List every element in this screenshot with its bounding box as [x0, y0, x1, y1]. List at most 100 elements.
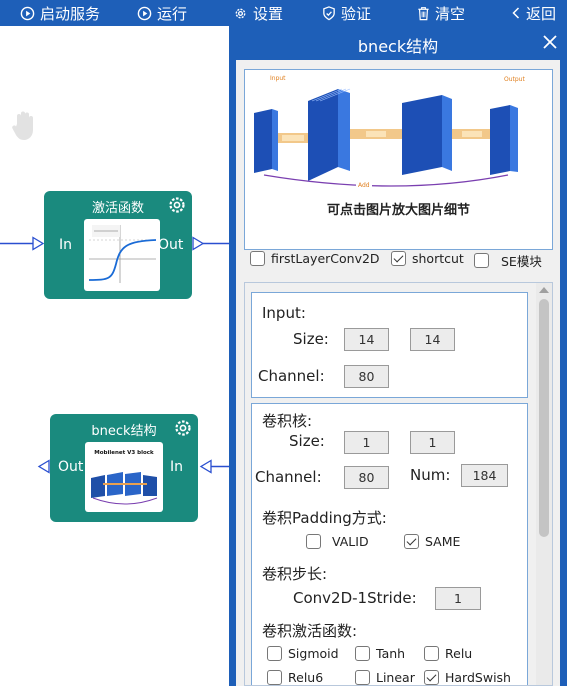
- port-in-label: In: [170, 459, 184, 475]
- activation-option-relu[interactable]: Relu: [424, 646, 472, 661]
- shield-check-icon: [323, 5, 335, 20]
- activation-hardswish-label: HardSwish: [445, 670, 511, 685]
- connection-lines: [0, 236, 229, 474]
- activation-tanh-label: Tanh: [376, 646, 406, 661]
- shortcut-label: shortcut: [412, 251, 464, 266]
- activation-relu-label: Relu: [445, 646, 473, 661]
- diagram-add-label: Add: [356, 182, 372, 189]
- run-button[interactable]: 运行: [137, 0, 187, 26]
- kernel-channel-label: Channel:: [255, 468, 322, 486]
- kernel-size-height-field[interactable]: 1: [410, 431, 455, 454]
- chevron-left-icon: [512, 7, 520, 19]
- workflow-canvas[interactable]: 激活函数 In Out bneck结构 Out In Mobile: [0, 26, 229, 686]
- gear-icon[interactable]: [174, 419, 192, 437]
- bneck-thumbnail[interactable]: Mobilenet V3 block: [85, 442, 163, 512]
- first-layer-conv2d-checkbox[interactable]: [250, 251, 265, 266]
- input-size-label: Size:: [293, 330, 329, 348]
- input-size-height-field[interactable]: 14: [410, 328, 455, 351]
- input-channel-label: Channel:: [258, 367, 325, 385]
- stride-field[interactable]: 1: [435, 587, 481, 610]
- back-button[interactable]: 返回: [511, 0, 556, 26]
- kernel-size-width-field[interactable]: 1: [344, 431, 389, 454]
- se-module-checkbox[interactable]: [474, 253, 489, 268]
- kernel-section: 卷积核: Size: 1 1 Channel: 80 Num: 184 卷积Pa…: [251, 403, 528, 685]
- activation-option-hardswish[interactable]: HardSwish: [424, 670, 511, 685]
- architecture-diagram[interactable]: Input Output Add 可点击图片放大图片细节: [244, 69, 553, 250]
- diagram-caption: 可点击图片放大图片细节: [326, 203, 470, 218]
- input-section: Input: Size: 14 14 Channel: 80: [251, 292, 528, 398]
- back-label: 返回: [526, 4, 557, 23]
- activation-option-linear[interactable]: Linear: [355, 670, 415, 685]
- kernel-num-label: Num:: [410, 466, 451, 484]
- bneck-architecture-image[interactable]: [246, 71, 551, 196]
- padding-same-label: SAME: [425, 534, 461, 549]
- kernel-section-title: 卷积核:: [262, 412, 313, 430]
- diagram-input-label: Input: [270, 75, 286, 82]
- sigmoid-thumbnail[interactable]: [84, 219, 160, 291]
- settings-button[interactable]: 设置: [233, 0, 283, 26]
- padding-same-option[interactable]: SAME: [404, 534, 460, 549]
- shortcut-option[interactable]: shortcut: [391, 251, 464, 266]
- activation-option-relu6[interactable]: Relu6: [267, 670, 323, 685]
- node-title: bneck结构: [91, 424, 157, 439]
- se-module-option[interactable]: SE模块: [474, 251, 542, 270]
- properties-panel: bneck结构: [229, 26, 567, 686]
- clear-label: 清空: [435, 4, 466, 23]
- run-label: 运行: [157, 4, 188, 23]
- activation-relu6-label: Relu6: [288, 670, 324, 685]
- top-toolbar: 启动服务 运行 设置 验证 清空 返回: [0, 0, 567, 26]
- hand-tool-icon[interactable]: [11, 110, 39, 142]
- activation-linear-label: Linear: [376, 670, 415, 685]
- activation-hardswish-checkbox[interactable]: [424, 670, 439, 685]
- activation-sigmoid-checkbox[interactable]: [267, 646, 282, 661]
- padding-valid-option[interactable]: VALID: [306, 534, 369, 549]
- padding-title: 卷积Padding方式:: [262, 509, 387, 527]
- stride-label: Conv2D-1Stride:: [293, 589, 417, 607]
- clear-button[interactable]: 清空: [417, 0, 465, 26]
- play-circle-icon: [20, 6, 35, 20]
- scroll-up-icon[interactable]: [539, 287, 549, 293]
- port-in-label: In: [59, 237, 73, 253]
- padding-valid-label: VALID: [332, 534, 369, 549]
- gear-icon[interactable]: [168, 196, 186, 214]
- activation-option-tanh[interactable]: Tanh: [355, 646, 405, 661]
- scrollbar-thumb[interactable]: [539, 299, 549, 537]
- bneck-node[interactable]: bneck结构 Out In Mobilenet V3 block: [50, 414, 198, 522]
- padding-valid-checkbox[interactable]: [306, 534, 321, 549]
- verify-label: 验证: [341, 4, 372, 23]
- start-service-button[interactable]: 启动服务: [20, 0, 100, 26]
- activation-tanh-checkbox[interactable]: [355, 646, 370, 661]
- play-circle-icon: [137, 6, 152, 20]
- panel-title: bneck结构: [357, 37, 439, 56]
- input-channel-field[interactable]: 80: [344, 365, 389, 388]
- activation-option-sigmoid[interactable]: Sigmoid: [267, 646, 339, 661]
- activation-linear-checkbox[interactable]: [355, 670, 370, 685]
- node-title: 激活函数: [91, 201, 144, 216]
- port-out-label: Out: [58, 459, 84, 475]
- activation-title: 卷积激活函数:: [262, 622, 358, 640]
- params-scroll-area[interactable]: Input: Size: 14 14 Channel: 80 卷积核: Size…: [244, 282, 553, 686]
- settings-label: 设置: [253, 4, 284, 23]
- stride-title: 卷积步长:: [262, 565, 328, 583]
- kernel-size-label: Size:: [289, 432, 325, 450]
- start-service-label: 启动服务: [40, 4, 101, 23]
- input-section-title: Input:: [262, 304, 306, 322]
- thumbnail-caption: Mobilenet V3 block: [94, 450, 154, 456]
- kernel-num-field[interactable]: 184: [461, 464, 508, 487]
- verify-button[interactable]: 验证: [322, 0, 371, 26]
- panel-body: Input Output Add 可点击图片放大图片细节 firstLayerC…: [236, 60, 560, 686]
- activation-relu6-checkbox[interactable]: [267, 670, 282, 685]
- close-icon[interactable]: [542, 34, 558, 50]
- activation-relu-checkbox[interactable]: [424, 646, 439, 661]
- vertical-scrollbar[interactable]: [536, 283, 552, 685]
- se-module-label: SE模块: [501, 254, 542, 269]
- padding-same-checkbox[interactable]: [404, 534, 419, 549]
- kernel-channel-field[interactable]: 80: [344, 466, 389, 489]
- input-size-width-field[interactable]: 14: [344, 328, 389, 351]
- gear-icon: [235, 8, 246, 18]
- port-out-label: Out: [158, 237, 184, 253]
- first-layer-conv2d-option[interactable]: firstLayerConv2D: [250, 251, 380, 266]
- activation-node[interactable]: 激活函数 In Out: [44, 191, 192, 299]
- shortcut-checkbox[interactable]: [391, 251, 406, 266]
- panel-header: bneck结构: [229, 26, 567, 60]
